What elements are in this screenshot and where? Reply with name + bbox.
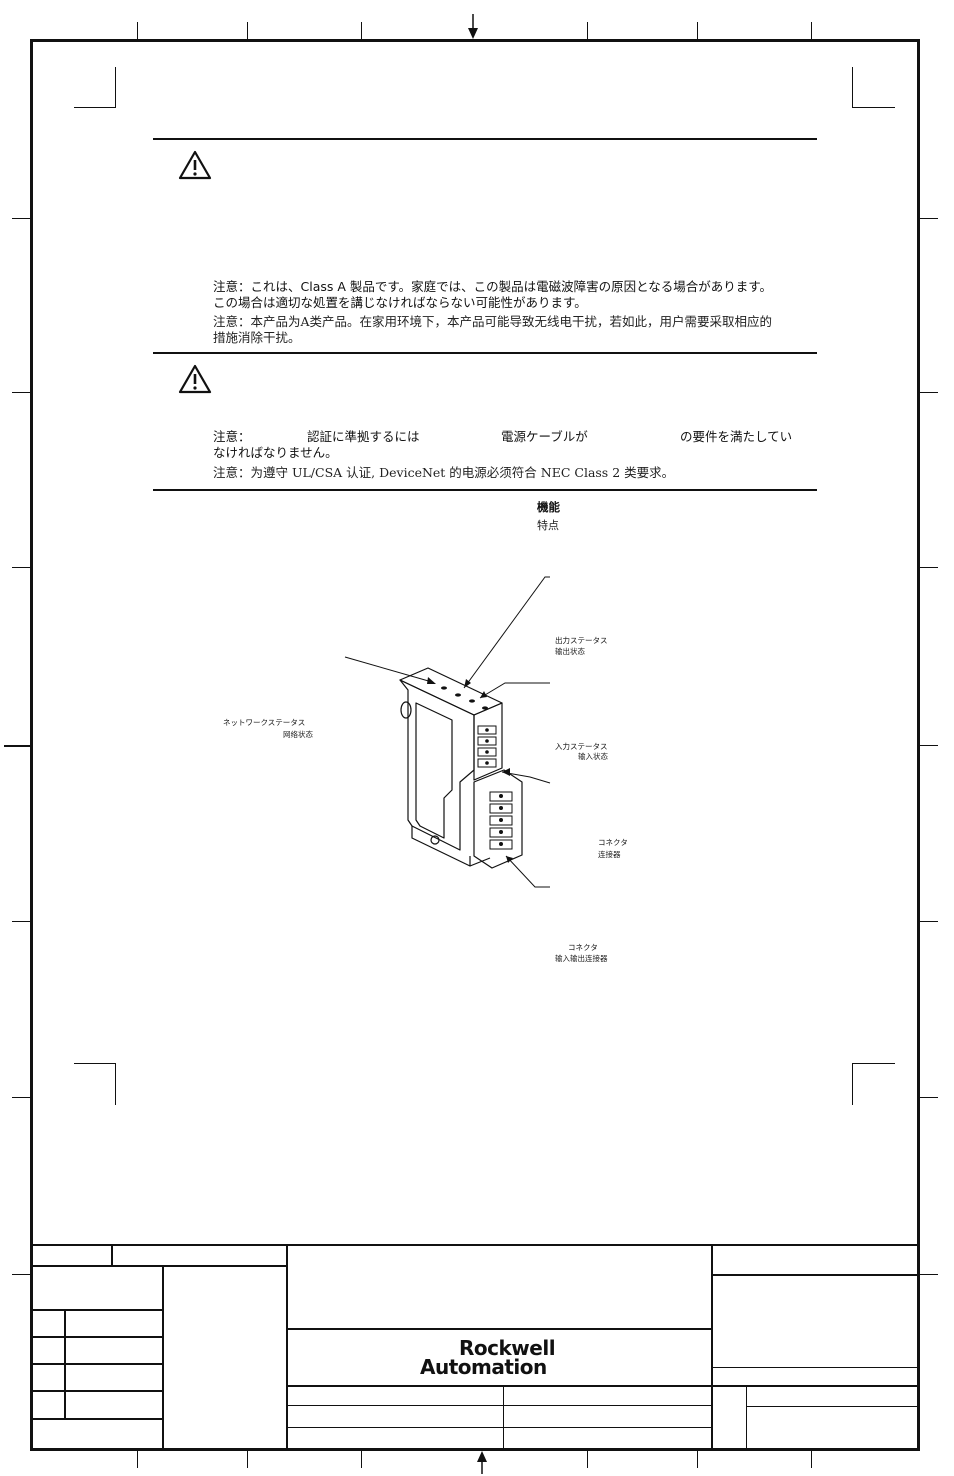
warning-jp-line-2: この場合は適切な処置を講じなければならない可能性があります。 bbox=[213, 295, 587, 310]
output-status-label-jp: 出力ステータス bbox=[555, 636, 608, 645]
divider bbox=[153, 138, 817, 140]
divider bbox=[153, 489, 817, 491]
rockwell-logo-line-1: Rockwell bbox=[459, 1336, 556, 1360]
bottom-center-arrow-icon bbox=[477, 1451, 487, 1474]
warning-cn-line: 注意：为遵守 UL/CSA 认证, DeviceNet 的电源必须符合 NEC … bbox=[213, 465, 675, 480]
divider bbox=[153, 352, 817, 354]
devicenet-module-illustration bbox=[344, 576, 551, 888]
warning-cn-line-1: 注意：本产品为A类产品。在家用环境下，本产品可能导致无线电干扰，若如此，用户需要… bbox=[213, 314, 773, 329]
warning-triangle-icon bbox=[178, 364, 212, 394]
output-status-label-cn: 输出状态 bbox=[555, 647, 585, 656]
warning-cn-line-2: 措施消除干扰。 bbox=[213, 330, 301, 345]
network-status-label-jp: ネットワークステータス bbox=[223, 718, 306, 727]
io-connector-label-jp: コネクタ bbox=[568, 943, 598, 952]
features-heading-cn: 特点 bbox=[537, 519, 559, 532]
rockwell-logo-line-2: Automation bbox=[420, 1355, 547, 1379]
warning-jp-segment-2: 認証に準拠するには bbox=[307, 429, 420, 444]
warning-triangle-icon bbox=[178, 150, 212, 180]
network-status-label-cn: 网络状态 bbox=[283, 730, 313, 739]
warning-jp-segment-1: 注意： bbox=[213, 429, 251, 444]
warning-jp-segment-3: 電源ケーブルが bbox=[501, 429, 588, 444]
warning-jp-line-1: 注意：これは、Class A 製品です。家庭では、この製品は電磁波障害の原因とな… bbox=[213, 279, 773, 294]
input-status-label-jp: 入力ステータス bbox=[555, 742, 608, 751]
top-center-arrow-icon bbox=[468, 14, 478, 39]
warning-jp-segment-4: の要件を満たしてい bbox=[680, 429, 793, 444]
io-connector-label-cn: 输入输出连接器 bbox=[555, 954, 608, 963]
features-heading-jp: 機能 bbox=[537, 500, 560, 514]
warning-jp-line-2: なければなりません。 bbox=[213, 445, 338, 460]
connector-label-jp: コネクタ bbox=[598, 838, 628, 847]
connector-label-cn: 连接器 bbox=[598, 850, 621, 859]
input-status-label-cn: 输入状态 bbox=[578, 752, 608, 761]
